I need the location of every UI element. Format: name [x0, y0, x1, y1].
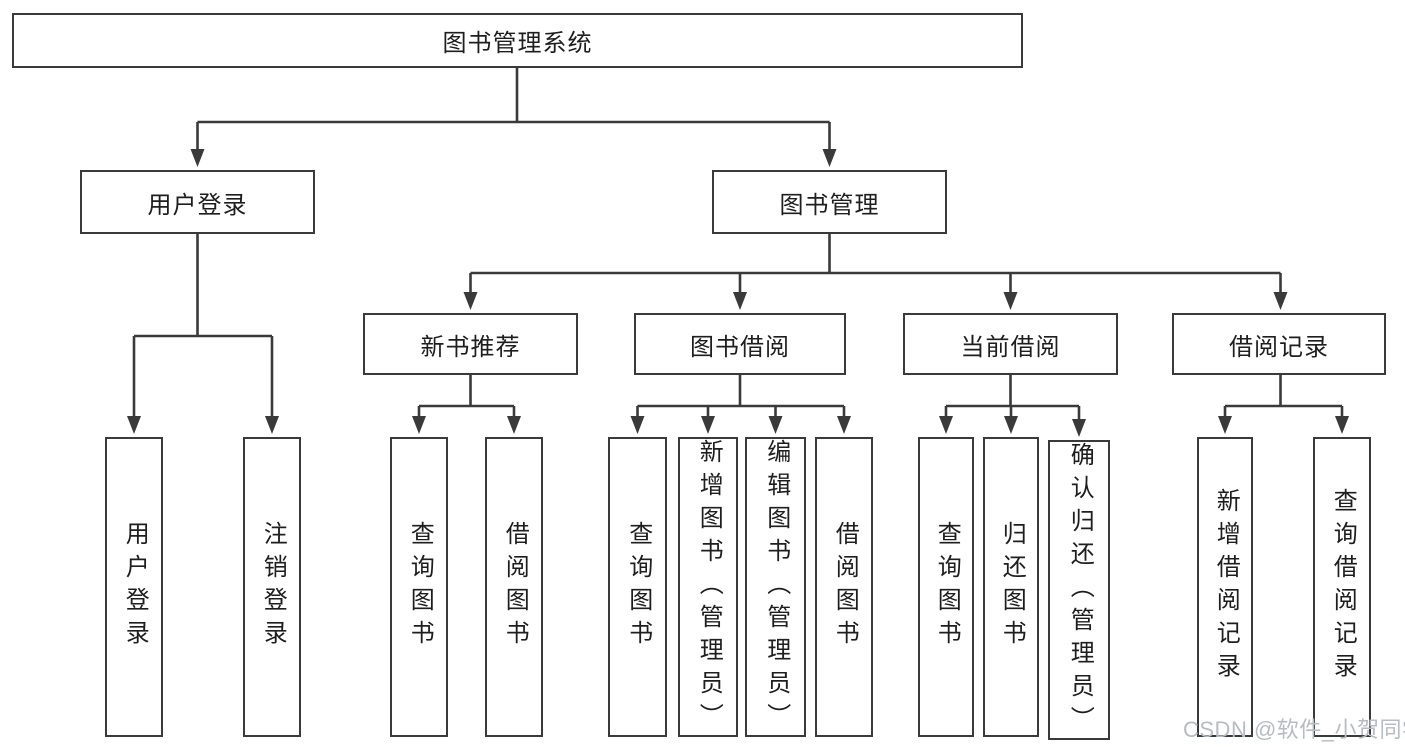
node-label: 确认归还（管理员） [1066, 441, 1094, 739]
node-borrowing-records: 借阅记录 [1172, 313, 1386, 375]
leaf-edit-book-admin: 编辑图书（管理员） [745, 437, 806, 737]
node-label: 用户登录 [121, 521, 149, 653]
node-label: 归还图书 [998, 521, 1026, 653]
node-label: 借阅图书 [831, 521, 859, 653]
node-label: 借阅图书 [501, 521, 529, 653]
leaf-confirm-return-admin: 确认归还（管理员） [1048, 440, 1110, 740]
node-label: 借阅记录 [1229, 333, 1329, 361]
node-user-login: 用户登录 [80, 170, 315, 234]
node-label: 用户登录 [147, 191, 248, 219]
node-label: 图书借阅 [690, 333, 790, 361]
node-library-management-system: 图书管理系统 [12, 13, 1023, 68]
leaf-user-login: 用户登录 [105, 437, 163, 737]
node-label: 新增图书（管理员） [695, 438, 723, 736]
node-label: 图书管理系统 [442, 30, 593, 57]
node-new-book-recommend: 新书推荐 [363, 313, 578, 375]
node-book-borrowing: 图书借阅 [634, 313, 846, 375]
node-label: 新增借阅记录 [1212, 488, 1240, 686]
node-current-borrowing: 当前借阅 [903, 313, 1118, 375]
leaf-borrow-books-recommend: 借阅图书 [485, 437, 543, 737]
node-label: 注销登录 [259, 521, 287, 653]
node-label: 查询借阅记录 [1329, 488, 1357, 686]
leaf-return-books: 归还图书 [983, 437, 1039, 737]
node-label: 查询图书 [624, 521, 652, 653]
node-book-management: 图书管理 [712, 170, 947, 234]
node-label: 当前借阅 [960, 333, 1061, 361]
node-label: 查询图书 [933, 521, 961, 653]
node-label: 查询图书 [406, 521, 434, 653]
node-label: 图书管理 [779, 191, 880, 219]
leaf-logout: 注销登录 [243, 437, 301, 737]
leaf-query-books-borrowing: 查询图书 [608, 437, 667, 737]
leaf-add-borrow-record: 新增借阅记录 [1197, 437, 1253, 737]
csdn-watermark: CSDN @软件_小贺同学 [1183, 717, 1405, 742]
node-label: 新书推荐 [420, 333, 521, 361]
leaf-query-books-current: 查询图书 [918, 437, 974, 737]
leaf-query-books-recommend: 查询图书 [390, 437, 448, 737]
node-label: 编辑图书（管理员） [762, 438, 790, 736]
leaf-query-borrow-record: 查询借阅记录 [1313, 437, 1371, 737]
leaf-borrow-books-borrowing: 借阅图书 [815, 437, 873, 737]
leaf-add-book-admin: 新增图书（管理员） [678, 437, 738, 737]
